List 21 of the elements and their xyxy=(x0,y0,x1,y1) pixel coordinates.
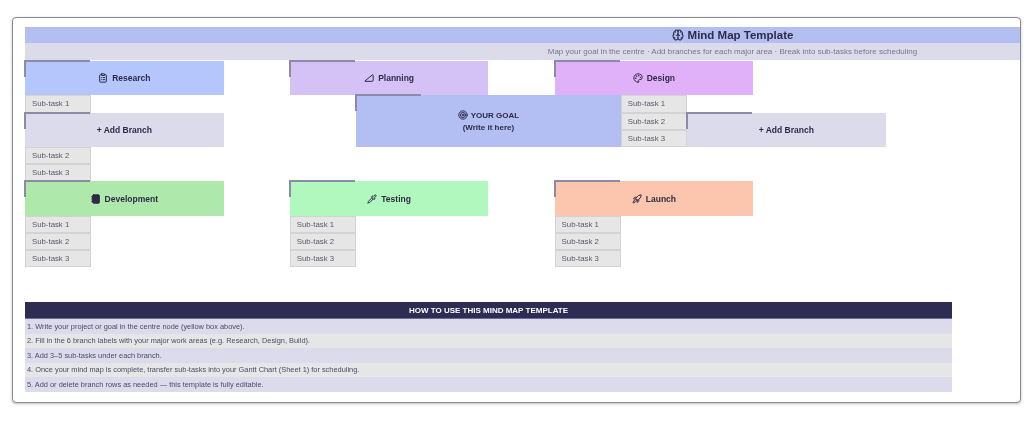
instructions-header: HOW TO USE THIS MIND MAP TEMPLATE xyxy=(25,302,952,319)
branch-label: Design xyxy=(646,73,676,84)
branch-box xyxy=(554,181,754,216)
branch-label: Launch xyxy=(645,193,676,204)
add-branch-box xyxy=(25,112,224,147)
branch-box xyxy=(25,61,224,96)
add-branch-label: + Add Branch xyxy=(758,124,814,135)
branch-label: Research xyxy=(112,73,151,84)
branch-box xyxy=(554,61,754,96)
add-branch-box xyxy=(687,112,886,147)
title-text: Mind Map Template xyxy=(687,29,794,41)
branch-label: Planning xyxy=(378,73,415,84)
goal-hint: (Write it here) xyxy=(462,123,515,133)
branch-box xyxy=(289,181,489,216)
add-branch-label: + Add Branch xyxy=(96,124,152,135)
goal-title: YOUR GOAL xyxy=(470,110,520,120)
branch-box xyxy=(289,61,489,96)
branch-label: Development xyxy=(104,193,158,204)
goal-box xyxy=(356,95,621,147)
branch-box xyxy=(25,181,224,216)
branch-label: Testing xyxy=(381,193,411,204)
